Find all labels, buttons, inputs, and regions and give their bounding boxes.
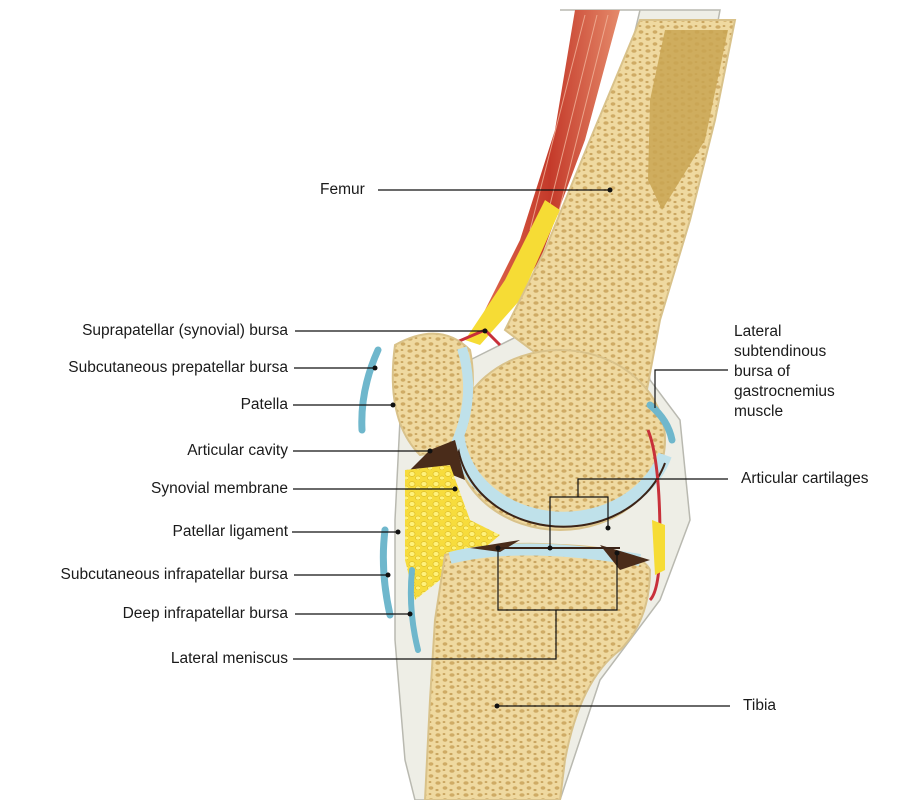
label-femur: Femur bbox=[320, 181, 365, 198]
subcutaneous-infrapatellar-bursa-shape bbox=[379, 526, 394, 619]
label-tibia: Tibia bbox=[743, 697, 777, 714]
quadriceps-muscle bbox=[480, 10, 620, 320]
deep-infrapatellar-bursa-shape bbox=[407, 567, 421, 653]
infrapatellar-fat-pad bbox=[405, 465, 500, 600]
label-articular-cavity: Articular cavity bbox=[187, 442, 288, 459]
leader-cartilage-bracket bbox=[549, 496, 609, 535]
label-suprapatellar-bursa: Suprapatellar (synovial) bursa bbox=[82, 322, 288, 339]
leader-lateral-meniscus bbox=[293, 610, 557, 660]
prepatellar-bursa-shape bbox=[358, 346, 382, 434]
label-line-5: muscle bbox=[734, 403, 784, 420]
label-deep-infrapatellar-bursa: Deep infrapatellar bursa bbox=[122, 605, 288, 622]
label-lateral-subtendinous-bursa: Lateral subtendinous bursa of gastrocnem… bbox=[734, 322, 884, 422]
gastrocnemius-bursa-shape bbox=[646, 401, 676, 444]
label-synovial-membrane: Synovial membrane bbox=[151, 480, 288, 497]
label-articular-cartilages: Articular cartilages bbox=[741, 470, 869, 487]
label-subcutaneous-infrapatellar-bursa: Subcutaneous infrapatellar bursa bbox=[60, 566, 288, 583]
label-patellar-ligament: Patellar ligament bbox=[172, 523, 288, 540]
meniscus-posterior bbox=[600, 545, 650, 570]
label-lateral-meniscus: Lateral meniscus bbox=[170, 650, 288, 667]
suprapatellar-fat bbox=[465, 200, 560, 345]
label-line-4: gastrocnemius bbox=[734, 383, 835, 400]
patella-cartilage bbox=[447, 346, 474, 455]
label-line-3: bursa of bbox=[734, 363, 791, 380]
label-line-2: subtendinous bbox=[734, 343, 827, 360]
leader-articular-cartilages bbox=[577, 478, 728, 497]
leader-meniscus-bracket bbox=[497, 548, 618, 611]
femur-marrow bbox=[648, 30, 728, 210]
label-subcutaneous-prepatellar-bursa: Subcutaneous prepatellar bursa bbox=[68, 359, 288, 376]
meniscus-anterior bbox=[470, 540, 520, 552]
leader-gastrocnemius bbox=[654, 369, 728, 408]
label-line-1: Lateral bbox=[734, 323, 782, 340]
label-patella: Patella bbox=[240, 396, 288, 413]
posterior-fat bbox=[652, 520, 665, 575]
